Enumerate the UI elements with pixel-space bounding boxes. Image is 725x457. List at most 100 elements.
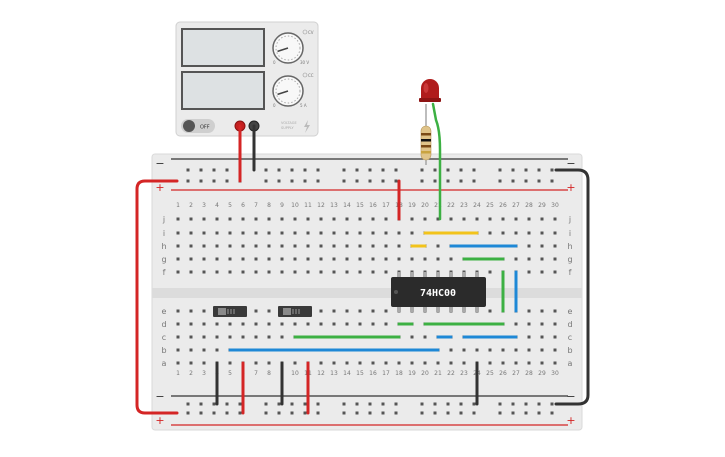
breadboard-hole[interactable] <box>358 257 362 261</box>
breadboard-hole[interactable] <box>540 348 544 352</box>
power-switch[interactable]: OFF <box>181 119 215 133</box>
breadboard-hole[interactable] <box>189 322 193 326</box>
rail-hole[interactable] <box>186 402 190 406</box>
power-supply[interactable]: 0 30 V 0 5 A CV CC OFF VOLTAGE SUPPLY <box>175 21 319 137</box>
rail-hole[interactable] <box>238 411 242 415</box>
breadboard-hole[interactable] <box>189 335 193 339</box>
breadboard-hole[interactable] <box>462 361 466 365</box>
rail-hole[interactable] <box>537 168 541 172</box>
breadboard-hole[interactable] <box>280 322 284 326</box>
rail-hole[interactable] <box>264 402 268 406</box>
breadboard-hole[interactable] <box>306 322 310 326</box>
rail-hole[interactable] <box>550 402 554 406</box>
breadboard-hole[interactable] <box>215 335 219 339</box>
breadboard-hole[interactable] <box>540 244 544 248</box>
voltage-knob[interactable] <box>272 32 304 64</box>
rail-hole[interactable] <box>264 168 268 172</box>
breadboard-hole[interactable] <box>241 231 245 235</box>
rail-hole[interactable] <box>524 411 528 415</box>
breadboard-hole[interactable] <box>527 231 531 235</box>
breadboard-hole[interactable] <box>176 348 180 352</box>
rail-hole[interactable] <box>212 179 216 183</box>
breadboard-hole[interactable] <box>202 257 206 261</box>
breadboard-hole[interactable] <box>228 244 232 248</box>
breadboard-hole[interactable] <box>475 217 479 221</box>
rail-hole[interactable] <box>394 179 398 183</box>
rail-hole[interactable] <box>342 168 346 172</box>
breadboard-hole[interactable] <box>371 309 375 313</box>
breadboard-hole[interactable] <box>462 217 466 221</box>
breadboard-hole[interactable] <box>488 270 492 274</box>
rail-hole[interactable] <box>446 179 450 183</box>
breadboard-hole[interactable] <box>176 309 180 313</box>
rail-hole[interactable] <box>212 411 216 415</box>
breadboard-hole[interactable] <box>527 361 531 365</box>
breadboard-hole[interactable] <box>176 322 180 326</box>
breadboard-hole[interactable] <box>501 348 505 352</box>
breadboard-hole[interactable] <box>371 270 375 274</box>
left-positive-rail-jumper[interactable] <box>135 179 179 415</box>
rail-hole[interactable] <box>459 179 463 183</box>
rail-hole[interactable] <box>186 179 190 183</box>
rail-hole[interactable] <box>264 411 268 415</box>
breadboard-hole[interactable] <box>332 361 336 365</box>
breadboard-hole[interactable] <box>189 361 193 365</box>
breadboard-hole[interactable] <box>410 335 414 339</box>
rail-hole[interactable] <box>459 168 463 172</box>
breadboard-hole[interactable] <box>319 361 323 365</box>
breadboard-hole[interactable] <box>345 322 349 326</box>
rail-hole[interactable] <box>537 411 541 415</box>
rail-hole[interactable] <box>290 168 294 172</box>
breadboard-hole[interactable] <box>306 244 310 248</box>
rail-hole[interactable] <box>199 402 203 406</box>
breadboard-hole[interactable] <box>527 309 531 313</box>
breadboard-hole[interactable] <box>202 244 206 248</box>
rail-hole[interactable] <box>498 179 502 183</box>
breadboard-hole[interactable] <box>514 361 518 365</box>
ic-chip[interactable]: 74HC00 <box>391 272 486 312</box>
breadboard-hole[interactable] <box>540 217 544 221</box>
breadboard-hole[interactable] <box>319 322 323 326</box>
breadboard-hole[interactable] <box>202 348 206 352</box>
breadboard-hole[interactable] <box>202 217 206 221</box>
rail-hole[interactable] <box>459 402 463 406</box>
rail-hole[interactable] <box>472 179 476 183</box>
breadboard-hole[interactable] <box>553 348 557 352</box>
breadboard-hole[interactable] <box>319 257 323 261</box>
breadboard-hole[interactable] <box>384 361 388 365</box>
breadboard-hole[interactable] <box>267 257 271 261</box>
rail-hole[interactable] <box>550 411 554 415</box>
breadboard-hole[interactable] <box>254 257 258 261</box>
breadboard-hole[interactable] <box>254 270 258 274</box>
rail-hole[interactable] <box>498 168 502 172</box>
rail-hole[interactable] <box>368 411 372 415</box>
wires[interactable] <box>135 124 590 415</box>
breadboard-hole[interactable] <box>267 335 271 339</box>
breadboard-hole[interactable] <box>267 217 271 221</box>
breadboard-hole[interactable] <box>553 270 557 274</box>
rail-hole[interactable] <box>433 411 437 415</box>
rail-hole[interactable] <box>472 402 476 406</box>
breadboard-hole[interactable] <box>358 270 362 274</box>
rail-hole[interactable] <box>459 411 463 415</box>
rail-hole[interactable] <box>394 411 398 415</box>
rail-hole[interactable] <box>446 168 450 172</box>
breadboard-hole[interactable] <box>176 244 180 248</box>
rail-hole[interactable] <box>355 179 359 183</box>
breadboard-hole[interactable] <box>189 270 193 274</box>
breadboard-hole[interactable] <box>202 322 206 326</box>
breadboard-hole[interactable] <box>410 217 414 221</box>
resistor[interactable] <box>420 125 432 161</box>
breadboard-hole[interactable] <box>345 217 349 221</box>
rail-hole[interactable] <box>498 402 502 406</box>
breadboard-hole[interactable] <box>228 335 232 339</box>
breadboard-hole[interactable] <box>553 335 557 339</box>
breadboard-hole[interactable] <box>371 257 375 261</box>
breadboard-hole[interactable] <box>345 309 349 313</box>
rail-hole[interactable] <box>303 179 307 183</box>
breadboard-hole[interactable] <box>293 257 297 261</box>
rail-hole[interactable] <box>342 411 346 415</box>
breadboard-hole[interactable] <box>254 309 258 313</box>
breadboard-hole[interactable] <box>189 309 193 313</box>
breadboard-hole[interactable] <box>449 348 453 352</box>
